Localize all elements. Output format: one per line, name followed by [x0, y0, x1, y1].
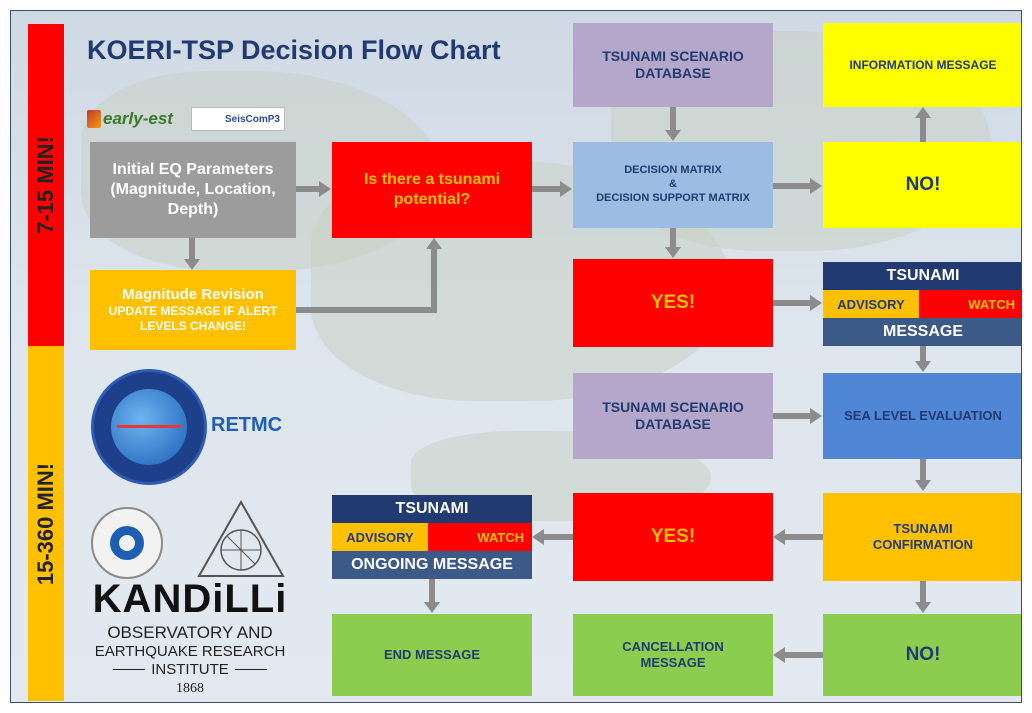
kandilli-observatory-emblem-icon — [197, 499, 285, 577]
yes-box-1: YES! — [573, 259, 773, 347]
connector-arrow — [431, 249, 437, 313]
arrowhead-down — [665, 247, 681, 258]
arrowhead-down — [915, 602, 931, 613]
arrowhead-up — [915, 107, 931, 118]
tsunami-message-title: TSUNAMI — [332, 495, 532, 523]
arrowhead-down — [915, 480, 931, 491]
connector-arrow — [920, 459, 926, 481]
arrowhead-right — [810, 408, 822, 424]
divider — [113, 669, 146, 670]
early-est-icon — [87, 110, 101, 128]
kandilli-institute: INSTITUTE — [151, 661, 229, 678]
magnitude-revision-body: UPDATE MESSAGE IF ALERT LEVELS CHANGE! — [108, 304, 278, 334]
arrowhead-right — [319, 181, 331, 197]
tsunami-message-subtitle: MESSAGE — [823, 318, 1021, 346]
tsunami-message-levels: ADVISORY WATCH — [823, 290, 1021, 318]
no-box-1: NO! — [823, 142, 1021, 228]
connector-arrow — [785, 652, 823, 658]
tsunami-message-subtitle: ONGOING MESSAGE — [332, 551, 532, 579]
arrowhead-down — [665, 130, 681, 141]
arrowhead-right — [560, 181, 572, 197]
time-bar-7-15: 7-15 MIN! — [28, 24, 64, 346]
arrowhead-down — [915, 361, 931, 372]
connector-arrow — [429, 579, 435, 603]
arrowhead-right — [810, 295, 822, 311]
connector-arrow — [773, 413, 811, 419]
seal-emblem-icon — [110, 526, 144, 560]
arrowhead-down — [424, 602, 440, 613]
information-message-box: INFORMATION MESSAGE — [823, 23, 1021, 107]
connector-arrow — [532, 186, 561, 192]
time-bar-15-360: 15-360 MIN! — [28, 346, 64, 701]
watch-level: WATCH — [428, 523, 532, 551]
connector-arrow — [296, 186, 320, 192]
decision-matrix-line1: DECISION MATRIX — [624, 164, 722, 177]
yes-box-2: YES! — [573, 493, 773, 581]
magnitude-revision-box: Magnitude Revision UPDATE MESSAGE IF ALE… — [90, 270, 296, 350]
retmc-logo — [91, 369, 207, 485]
arrowhead-right — [810, 178, 822, 194]
connector-arrow — [296, 307, 437, 313]
connector-arrow — [670, 228, 676, 248]
connector-arrow — [773, 183, 811, 189]
kandilli-line-3: INSTITUTE — [87, 661, 293, 678]
no-box-2: NO! — [823, 614, 1021, 696]
tsunami-message-box-1: TSUNAMI ADVISORY WATCH MESSAGE — [823, 262, 1021, 346]
connector-arrow — [670, 107, 676, 131]
arrowhead-left — [773, 647, 785, 663]
chart-title: KOERI-TSP Decision Flow Chart — [87, 35, 501, 65]
sea-level-evaluation-box: SEA LEVEL EVALUATION — [823, 373, 1021, 459]
tsunami-message-title: TSUNAMI — [823, 262, 1021, 290]
connector-arrow — [773, 300, 811, 306]
arrowhead-left — [532, 529, 544, 545]
tsunami-message-levels: ADVISORY WATCH — [332, 523, 532, 551]
early-est-label: early-est — [103, 109, 173, 128]
decision-matrix-line2: & — [669, 178, 677, 191]
magnitude-revision-title: Magnitude Revision — [122, 285, 264, 303]
advisory-level: ADVISORY — [332, 523, 428, 551]
kandilli-name: KANDiLLi — [92, 577, 288, 621]
arrowhead-left — [773, 529, 785, 545]
watch-level: WATCH — [919, 290, 1021, 318]
seal-emblem-inner — [119, 535, 135, 551]
flowchart-frame: 7-15 MIN! 15-360 MIN! KOERI-TSP Decision… — [10, 10, 1022, 703]
connector-arrow — [544, 534, 573, 540]
connector-arrow — [785, 534, 823, 540]
tsunami-potential-box: Is there a tsunami potential? — [332, 142, 532, 238]
time-bar-label: 15-360 MIN! — [33, 462, 58, 585]
connector-arrow — [920, 118, 926, 142]
connector-arrow — [920, 346, 926, 362]
connector-arrow — [920, 581, 926, 603]
bogazici-university-seal — [91, 507, 163, 579]
seiscomp-label: SeisComP3 — [224, 113, 280, 125]
connector-arrow — [189, 238, 195, 260]
divider — [234, 669, 267, 670]
tsunami-confirmation-box: TSUNAMI CONFIRMATION — [823, 493, 1021, 581]
time-bar-label: 7-15 MIN! — [33, 136, 59, 234]
seiscomp-logo: SeisComP3 — [191, 107, 285, 131]
early-est-logo: early-est — [87, 107, 173, 131]
end-message-box: END MESSAGE — [332, 614, 532, 696]
arrowhead-down — [184, 259, 200, 270]
scenario-database-box-2: TSUNAMI SCENARIO DATABASE — [573, 373, 773, 459]
tsunami-message-box-2: TSUNAMI ADVISORY WATCH ONGOING MESSAGE — [332, 495, 532, 579]
scenario-database-box-1: TSUNAMI SCENARIO DATABASE — [573, 23, 773, 107]
arrowhead-up — [426, 238, 442, 249]
retmc-label: RETMC — [211, 414, 283, 436]
decision-matrix-box: DECISION MATRIX & DECISION SUPPORT MATRI… — [573, 142, 773, 228]
kandilli-line-2: EARTHQUAKE RESEARCH — [94, 643, 286, 660]
kandilli-line-1: OBSERVATORY AND — [107, 623, 273, 642]
decision-matrix-line3: DECISION SUPPORT MATRIX — [596, 191, 750, 204]
globe-icon — [111, 389, 187, 465]
kandilli-year: 1868 — [176, 681, 204, 696]
seismogram-icon — [117, 425, 181, 428]
cancellation-message-box: CANCELLATION MESSAGE — [573, 614, 773, 696]
initial-eq-parameters-box: Initial EQ Parameters (Magnitude, Locati… — [90, 142, 296, 238]
advisory-level: ADVISORY — [823, 290, 919, 318]
